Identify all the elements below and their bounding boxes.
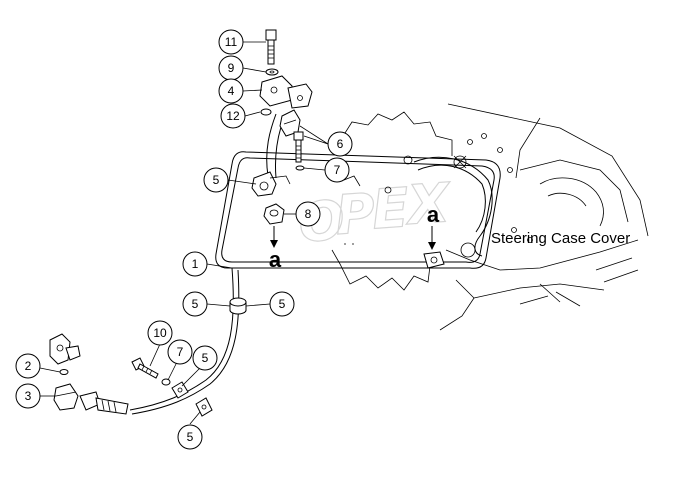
steering-pipe [413, 156, 493, 257]
callout-5-middle-right: 5 [269, 291, 295, 317]
bolt-11 [265, 29, 277, 65]
callout-5-lower: 5 [192, 345, 218, 371]
elbow-fitting-lower [49, 333, 81, 365]
callout-11-label: 11 [225, 35, 238, 49]
callout-5-bottom: 5 [177, 424, 203, 450]
svg-text:X: X [403, 171, 454, 237]
leader-lines [39, 41, 329, 425]
hose-end-lower [79, 391, 129, 415]
adapter-3 [53, 383, 79, 411]
callout-8: 8 [295, 201, 321, 227]
clamp-5-lower [171, 381, 189, 399]
gear-outline [329, 111, 453, 291]
callout-5-middle-left: 5 [182, 291, 208, 317]
callout-7-lower: 7 [167, 339, 193, 365]
callout-9: 9 [218, 55, 244, 81]
callout-5-bottom-label: 5 [187, 430, 194, 444]
callout-7-upper: 7 [324, 157, 350, 183]
callout-7-upper-label: 7 [334, 163, 341, 177]
callout-11: 11 [218, 29, 244, 55]
callout-9-label: 9 [228, 61, 235, 75]
svg-text:P: P [333, 181, 377, 247]
callout-10: 10 [147, 320, 173, 346]
callout-1: 1 [182, 251, 208, 277]
view-mark-a-right: a [427, 202, 440, 227]
cover-gasket [215, 151, 501, 269]
washer-7-upper [295, 165, 305, 171]
callout-2-label: 2 [25, 359, 32, 373]
watermark-logo: O P E X [296, 170, 455, 255]
view-arrow-left [270, 226, 278, 248]
steering-case-cover-caption: Steering Case Cover [491, 230, 630, 247]
view-mark-a-left: a [269, 247, 282, 272]
steering-case-housing [343, 103, 649, 331]
clamp-right [423, 251, 445, 269]
o-ring-12 [260, 108, 272, 116]
clamp-5-upper [251, 171, 291, 197]
callout-6-label: 6 [337, 137, 344, 151]
view-arrow-right [428, 226, 436, 250]
bolt-10 [131, 357, 159, 379]
callout-8-label: 8 [305, 207, 312, 221]
callout-5-middle-right-label: 5 [279, 297, 286, 311]
washer-9 [265, 68, 279, 76]
callout-12: 12 [220, 103, 246, 129]
callout-5-middle-left-label: 5 [192, 297, 199, 311]
callout-10-label: 10 [153, 326, 167, 340]
upper-hose [266, 113, 277, 177]
grommet-5-middle [229, 297, 247, 315]
callout-5-upper-label: 5 [213, 173, 220, 187]
callout-5-lower-label: 5 [202, 351, 209, 365]
callout-7-lower-label: 7 [177, 345, 184, 359]
nut-8 [263, 203, 285, 225]
callout-5-upper: 5 [203, 167, 229, 193]
callout-12-label: 12 [226, 109, 240, 123]
bolt-6 [293, 131, 304, 163]
svg-text:E: E [370, 176, 411, 241]
callout-4: 4 [218, 78, 244, 104]
o-ring-2 [59, 369, 69, 375]
elbow-fitting-4 [259, 75, 313, 109]
washer-7-lower [161, 378, 171, 386]
callout-1-label: 1 [192, 257, 199, 271]
callout-6: 6 [327, 131, 353, 157]
callout-3-label: 3 [25, 389, 32, 403]
callout-2: 2 [15, 353, 41, 379]
callout-3: 3 [15, 383, 41, 409]
callout-4-label: 4 [228, 84, 235, 98]
